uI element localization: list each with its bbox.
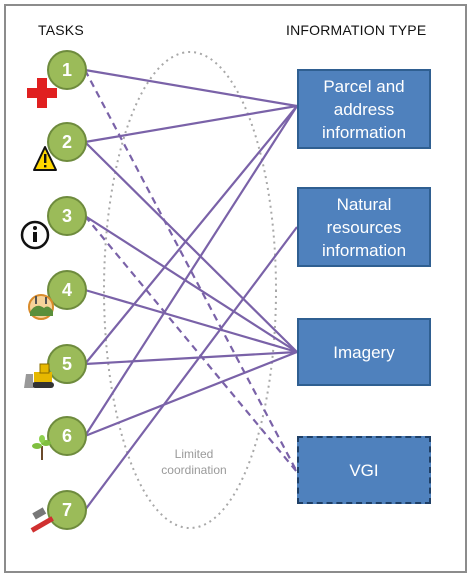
task-7-circle: 7 bbox=[47, 490, 87, 530]
oval-label-line1: Limited bbox=[174, 447, 214, 461]
info-box-imagery: Imagery bbox=[297, 318, 431, 386]
link-task-5-to-type-0 bbox=[84, 105, 298, 365]
red-cross-icon bbox=[27, 78, 57, 108]
task-2-circle: 2 bbox=[47, 122, 87, 162]
info-box-vgi: VGI bbox=[297, 436, 431, 504]
link-task-2-to-type-0 bbox=[84, 104, 298, 144]
link-task-2-to-type-2 bbox=[84, 141, 298, 353]
task-1-circle: 1 bbox=[47, 50, 87, 90]
landscape-icon bbox=[28, 294, 54, 320]
task-3-circle: 3 bbox=[47, 196, 87, 236]
task-6-circle: 6 bbox=[47, 416, 87, 456]
warning-sign-icon bbox=[33, 146, 57, 171]
link-task-1-to-type-0 bbox=[84, 68, 298, 108]
task-4-circle: 4 bbox=[47, 270, 87, 310]
plant-icon bbox=[32, 435, 51, 460]
link-task-7-to-type-1 bbox=[84, 226, 298, 511]
limited-coordination-oval bbox=[103, 51, 277, 529]
hammer-icon bbox=[30, 507, 54, 533]
link-task-6-to-type-2 bbox=[84, 350, 298, 438]
link-task-4-to-type-2 bbox=[84, 288, 298, 354]
bulldozer-icon bbox=[24, 363, 54, 388]
link-task-6-to-type-0 bbox=[84, 105, 298, 437]
oval-label-line2: coordination bbox=[161, 463, 227, 477]
info-icon bbox=[20, 220, 50, 250]
link-task-5-to-type-2 bbox=[84, 350, 298, 366]
information-type-header: INFORMATION TYPE bbox=[286, 22, 427, 38]
limited-coordination-label: Limited coordination bbox=[148, 446, 240, 478]
info-box-natural-resources: Natural resources information bbox=[297, 187, 431, 267]
link-task-3-to-type-3 bbox=[84, 215, 298, 473]
link-task-3-to-type-2 bbox=[84, 215, 298, 353]
tasks-header: TASKS bbox=[38, 22, 84, 38]
info-box-parcel-address: Parcel and address information bbox=[297, 69, 431, 149]
